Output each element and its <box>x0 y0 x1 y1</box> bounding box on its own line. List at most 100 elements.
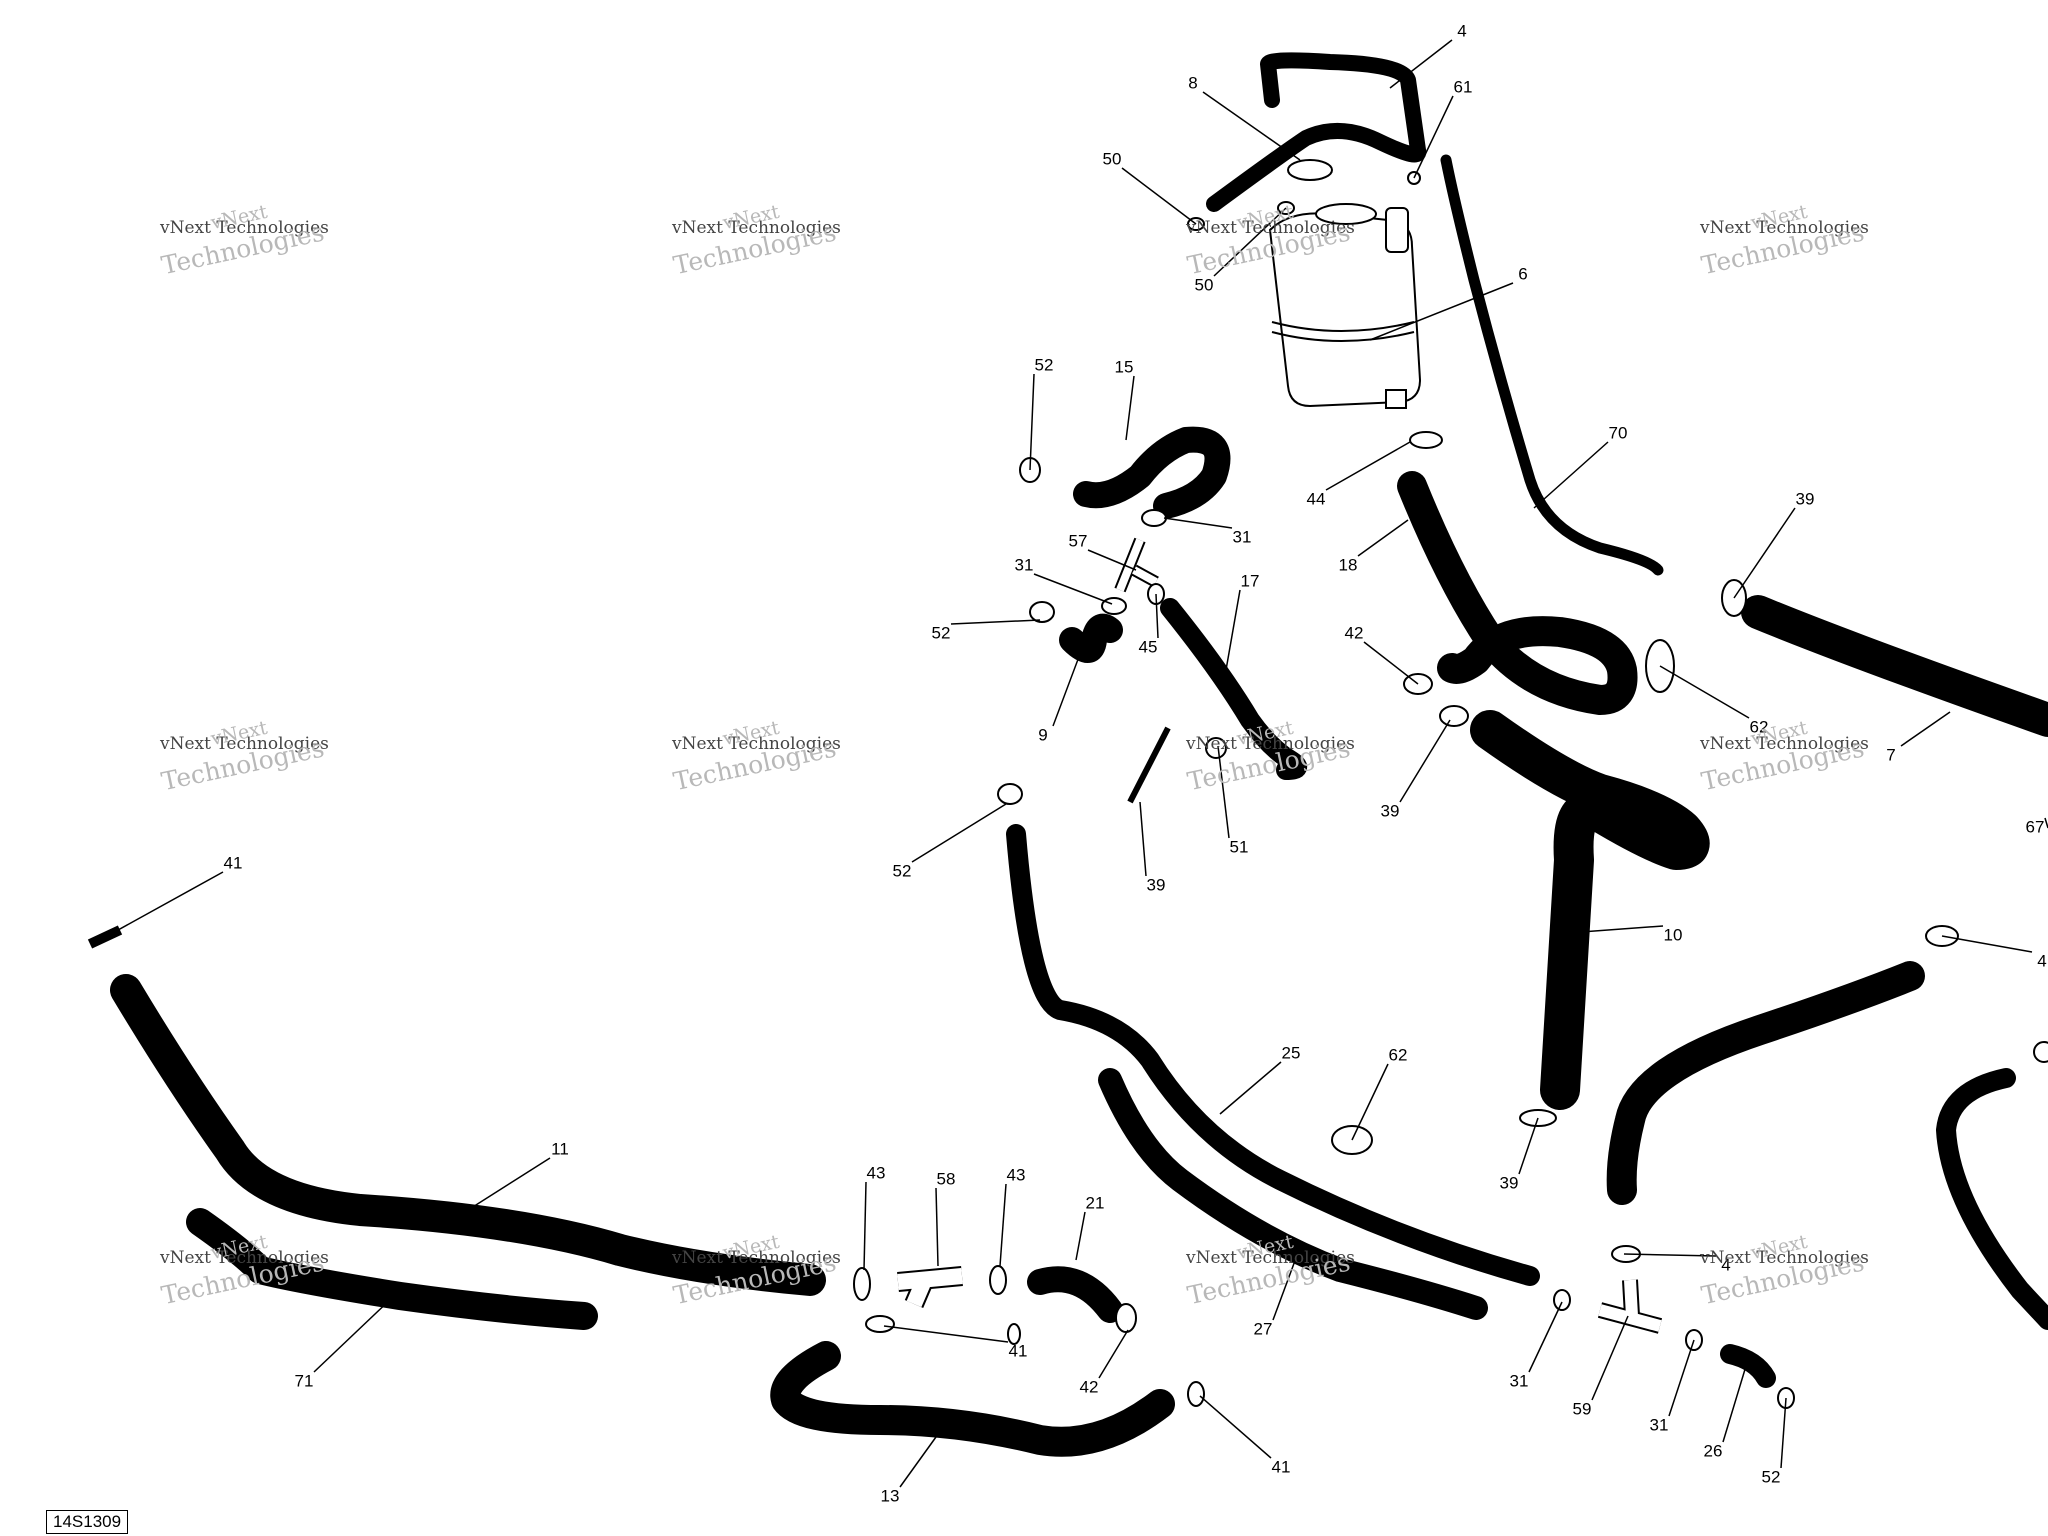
callout-label: 52 <box>893 861 912 880</box>
callout-label: 4 <box>1721 1255 1730 1274</box>
callout-label: 26 <box>1704 1441 1723 1460</box>
callout-leader <box>1351 1063 1389 1141</box>
callout-leader <box>1533 441 1609 509</box>
callout-label: 52 <box>932 623 951 642</box>
callout-label: 25 <box>1282 1043 1301 1062</box>
callout-label: 59 <box>1573 1399 1592 1418</box>
callout-leader <box>1121 167 1197 225</box>
callout-leader <box>1325 441 1411 491</box>
callout-leader <box>899 1411 955 1488</box>
callout-leader <box>1623 1253 1717 1257</box>
callout-leader <box>1369 282 1514 341</box>
callout-label: 7 <box>1886 745 1895 764</box>
callout-leader <box>1199 1395 1272 1459</box>
callout-leader <box>1098 1329 1129 1379</box>
callout-leader <box>999 1183 1007 1267</box>
callout-label: 51 <box>1230 837 1249 856</box>
callout-label: 6 <box>1518 264 1527 283</box>
callout-label: 15 <box>1115 357 1134 376</box>
callout-leader <box>445 1157 551 1225</box>
reservoir-tank <box>1268 212 1422 408</box>
callout-leader <box>1163 517 1233 529</box>
callout-leader <box>1553 925 1664 935</box>
callout-leader <box>1659 665 1750 719</box>
callout-leader <box>1219 1061 1282 1115</box>
callout-label: 18 <box>1339 555 1358 574</box>
callout-label: 39 <box>1381 801 1400 820</box>
callout-label: 41 <box>1272 1457 1291 1476</box>
callout-leader <box>1213 207 1287 277</box>
callout-leader <box>1518 1117 1539 1175</box>
callout-leader <box>883 1325 1009 1343</box>
callout-leader <box>1272 1257 1297 1321</box>
callout-leader <box>1357 519 1409 557</box>
callout-leader <box>1155 593 1159 639</box>
callout-leader <box>911 803 1007 863</box>
callout-label: 52 <box>1762 1467 1781 1486</box>
callout-leader <box>1591 1315 1629 1401</box>
callout-leader <box>1528 1301 1563 1373</box>
callout-label: 70 <box>1609 423 1628 442</box>
callout-label: 39 <box>1147 875 1166 894</box>
figure-code: 14S1309 <box>46 1510 129 1534</box>
callout-label: 17 <box>1241 571 1260 590</box>
callout-leader <box>1668 1339 1695 1417</box>
callout-leader <box>1202 91 1301 161</box>
callout-leader <box>863 1181 867 1271</box>
callout-label: 67 <box>2026 817 2045 836</box>
callout-label: 42 <box>1080 1377 1099 1396</box>
callout-label: 57 <box>1069 531 1088 550</box>
callout-label: 50 <box>1103 149 1122 168</box>
callout-leader <box>1125 375 1135 441</box>
callout-label: 13 <box>881 1486 900 1505</box>
callout-leader <box>1217 745 1230 839</box>
callout-label: 43 <box>1007 1165 1026 1184</box>
callout-leader <box>1900 711 1951 747</box>
callout-label: 21 <box>1086 1193 1105 1212</box>
callout-leader <box>1733 507 1796 599</box>
callout-leader <box>99 871 224 941</box>
callout-leader <box>1722 1365 1747 1443</box>
callout-label: 31 <box>1233 527 1252 546</box>
callout-label: 8 <box>1188 73 1197 92</box>
callout-leader <box>1399 719 1451 803</box>
callout-label: 4 <box>1457 21 1466 40</box>
callout-label: 4 <box>2037 951 2046 970</box>
callout-label: 50 <box>1195 275 1214 294</box>
callout-leader <box>935 1187 939 1267</box>
callout-leader <box>1139 801 1147 877</box>
callout-leader <box>1389 39 1453 89</box>
callout-label: 58 <box>937 1169 956 1188</box>
callout-label: 52 <box>1035 355 1054 374</box>
callout-leader <box>1780 1397 1787 1469</box>
callout-label: 10 <box>1664 925 1683 944</box>
callout-leader <box>1363 641 1419 685</box>
callout-label: 45 <box>1139 637 1158 656</box>
callout-leader <box>1052 653 1081 727</box>
callout-leader <box>1413 95 1454 179</box>
callout-leader <box>1075 1211 1086 1261</box>
callout-label: 11 <box>551 1139 569 1158</box>
callout-leader <box>1029 373 1035 471</box>
callout-label: 41 <box>224 853 243 872</box>
callout-label: 42 <box>1345 623 1364 642</box>
callout-label: 31 <box>1510 1371 1529 1390</box>
callout-label: 62 <box>1750 717 1769 736</box>
callout-label: 39 <box>1500 1173 1519 1192</box>
callout-label: 44 <box>1307 489 1326 508</box>
callout-leader <box>313 1295 395 1373</box>
callout-leader <box>950 619 1041 625</box>
callout-leader <box>1941 935 2033 953</box>
callout-label: 71 <box>295 1371 314 1390</box>
callout-label: 61 <box>1454 77 1473 96</box>
callout-leader <box>1033 573 1113 605</box>
callout-leader <box>1087 549 1137 571</box>
callout-label: 43 <box>867 1163 886 1182</box>
callout-label: 62 <box>1389 1045 1408 1064</box>
callout-label: 41 <box>1009 1341 1028 1360</box>
callout-leader <box>1225 589 1241 671</box>
callout-label: 27 <box>1254 1319 1273 1338</box>
callout-label: 9 <box>1038 725 1047 744</box>
callout-label: 39 <box>1796 489 1815 508</box>
